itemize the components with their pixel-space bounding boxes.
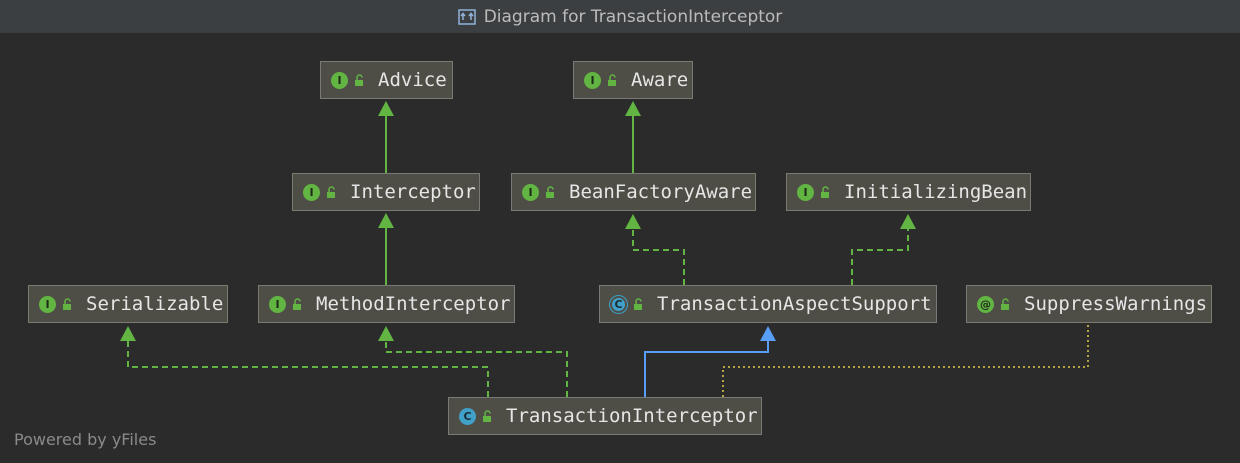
node-label: BeanFactoryAware — [569, 181, 753, 203]
node-suppresswarnings[interactable]: @ SuppressWarnings — [966, 285, 1212, 323]
edge-interceptor-advice — [378, 101, 394, 173]
window-title: Diagram for TransactionInterceptor — [483, 6, 783, 27]
node-serializable[interactable]: I Serializable — [28, 285, 228, 323]
window-title-bar: Diagram for TransactionInterceptor — [0, 0, 1240, 34]
node-aware[interactable]: I Aware — [573, 61, 693, 99]
node-initializingbean[interactable]: I InitializingBean — [786, 173, 1031, 211]
unlock-icon — [1001, 298, 1009, 310]
edge-tas-beanfactoryaware — [625, 214, 685, 285]
unlock-icon — [483, 410, 491, 422]
powered-by-label: Powered by yFiles — [14, 430, 157, 449]
unlock-icon — [634, 298, 642, 310]
unlock-icon — [355, 74, 363, 86]
unlock-icon — [546, 186, 554, 198]
unlock-icon — [821, 186, 829, 198]
edge-tas-initializingbean — [851, 214, 916, 285]
interface-icon: I — [303, 183, 320, 201]
node-label: MethodInterceptor — [316, 293, 511, 315]
interface-icon: I — [584, 71, 601, 89]
edge-ti-serializable — [120, 326, 489, 397]
node-interceptor[interactable]: I Interceptor — [292, 173, 480, 211]
node-methodinterceptor[interactable]: I MethodInterceptor — [258, 285, 515, 323]
node-label: SuppressWarnings — [1024, 293, 1208, 315]
node-label: TransactionAspectSupport — [657, 293, 932, 315]
interface-icon: I — [797, 183, 814, 201]
node-transactionaspectsupport[interactable]: C TransactionAspectSupport — [599, 285, 937, 323]
node-label: InitializingBean — [844, 181, 1028, 203]
interface-icon: I — [269, 295, 286, 313]
edge-ti-methodinterceptor — [378, 326, 568, 397]
interface-icon: I — [331, 71, 348, 89]
abstract-class-icon: C — [610, 295, 627, 313]
node-beanfactoryaware[interactable]: I BeanFactoryAware — [511, 173, 756, 211]
edge-ti-suppresswarnings — [722, 325, 1089, 397]
class-icon: C — [459, 407, 476, 425]
node-label: Interceptor — [350, 181, 476, 203]
unlock-icon — [608, 74, 616, 86]
node-label: Serializable — [86, 293, 224, 315]
node-advice[interactable]: I Advice — [320, 61, 453, 99]
unlock-icon — [63, 298, 71, 310]
interface-icon: I — [522, 183, 539, 201]
node-label: Aware — [631, 69, 689, 91]
interface-icon: I — [39, 295, 56, 313]
diagram-icon — [457, 8, 476, 25]
unlock-icon — [293, 298, 301, 310]
node-label: Advice — [378, 69, 447, 91]
edge-ti-tas — [644, 326, 776, 397]
node-label: TransactionInterceptor — [506, 405, 758, 427]
node-transactioninterceptor[interactable]: C TransactionInterceptor — [448, 397, 762, 435]
unlock-icon — [327, 186, 335, 198]
edge-methodinterceptor-interceptor — [378, 213, 394, 285]
edge-beanfactoryaware-aware — [625, 101, 641, 173]
annotation-icon: @ — [977, 295, 994, 313]
